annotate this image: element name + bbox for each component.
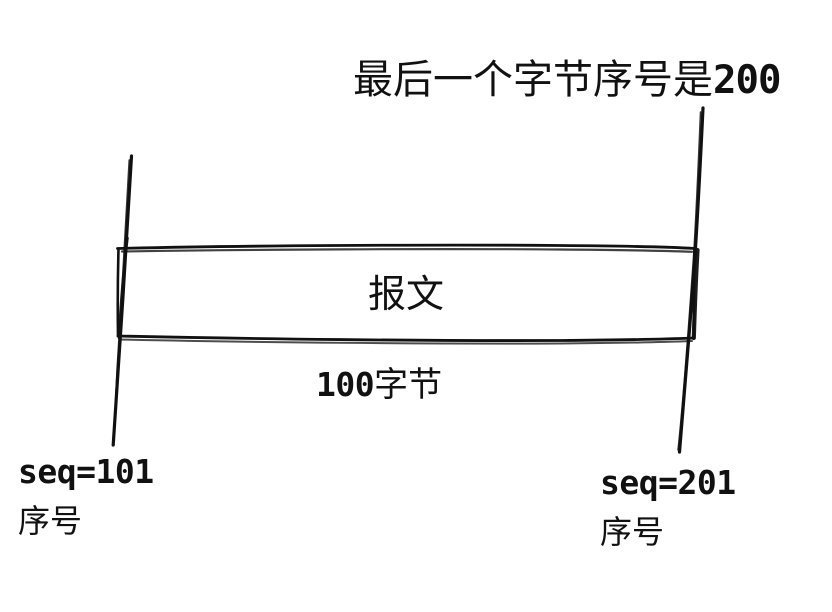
segment-length-label: 100字节	[316, 368, 442, 402]
segment-box-right-edge	[692, 247, 696, 340]
segment-length-number: 100	[316, 365, 375, 404]
left-boundary-line	[111, 154, 134, 447]
left-seq-caption: 序号	[18, 502, 83, 540]
last-byte-seq-annotation: 最后一个字节序号是200	[353, 57, 781, 103]
right-seq-value: seq=201	[600, 463, 736, 502]
right-sequence-marker: seq=201 序号	[600, 466, 736, 548]
last-byte-seq-annotation-text: 最后一个字节序号是	[353, 57, 713, 103]
segment-box-top-edge	[116, 243, 697, 253]
right-seq-caption: 序号	[600, 513, 665, 551]
segment-length-unit: 字节	[374, 365, 443, 405]
segment-label: 报文	[367, 272, 444, 316]
segment-box-bottom-edge	[116, 334, 696, 345]
left-seq-value: seq=101	[18, 452, 154, 491]
last-byte-seq-annotation-number: 200	[713, 58, 781, 103]
segment-box-left-edge	[116, 247, 120, 338]
left-sequence-marker: seq=101 序号	[18, 455, 154, 537]
